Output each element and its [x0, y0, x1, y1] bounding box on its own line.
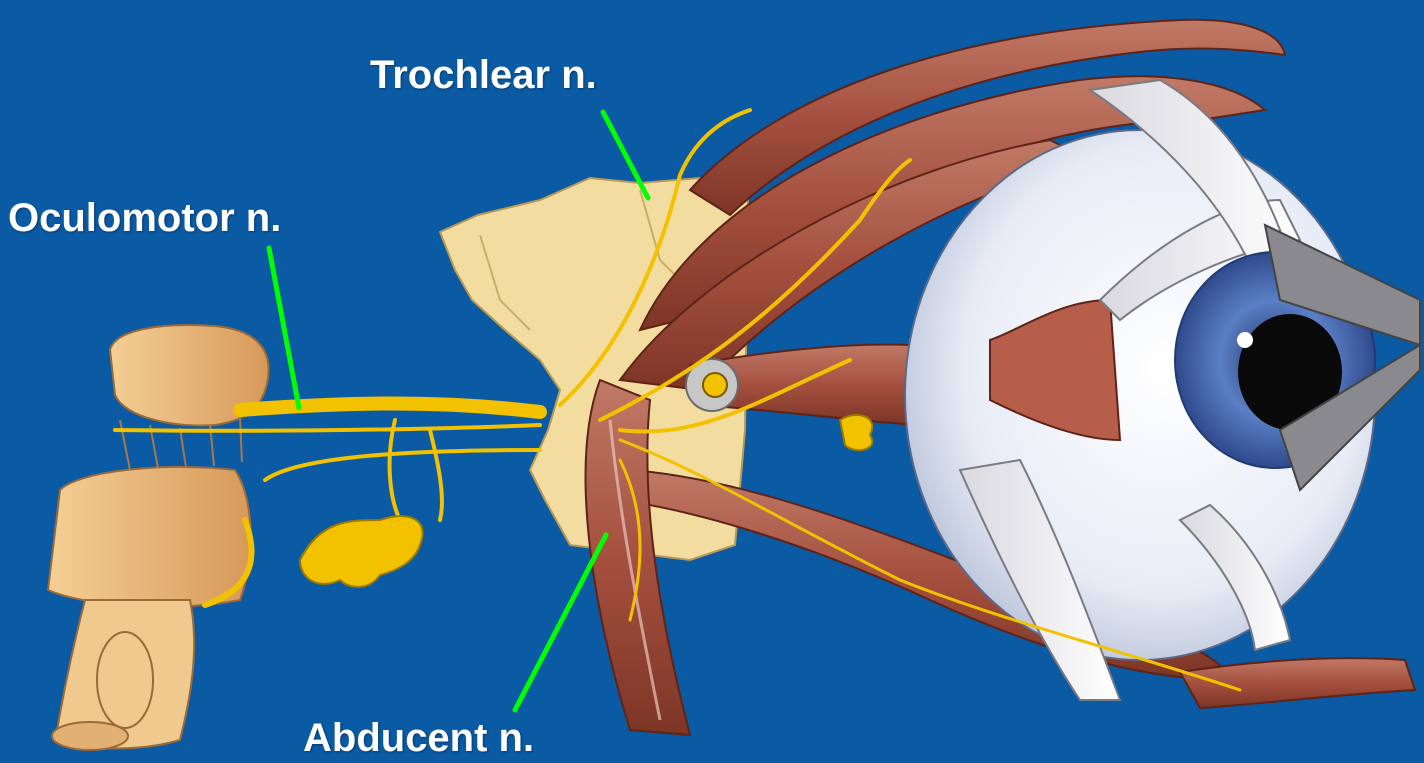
brainstem [48, 325, 269, 750]
label-abducent-nerve: Abducent n. [303, 718, 534, 758]
label-trochlear-nerve: Trochlear n. [370, 55, 597, 95]
leader-line-oculomotor [269, 248, 299, 408]
leader-line-abducent [515, 535, 606, 710]
label-oculomotor-nerve: Oculomotor n. [8, 198, 281, 238]
